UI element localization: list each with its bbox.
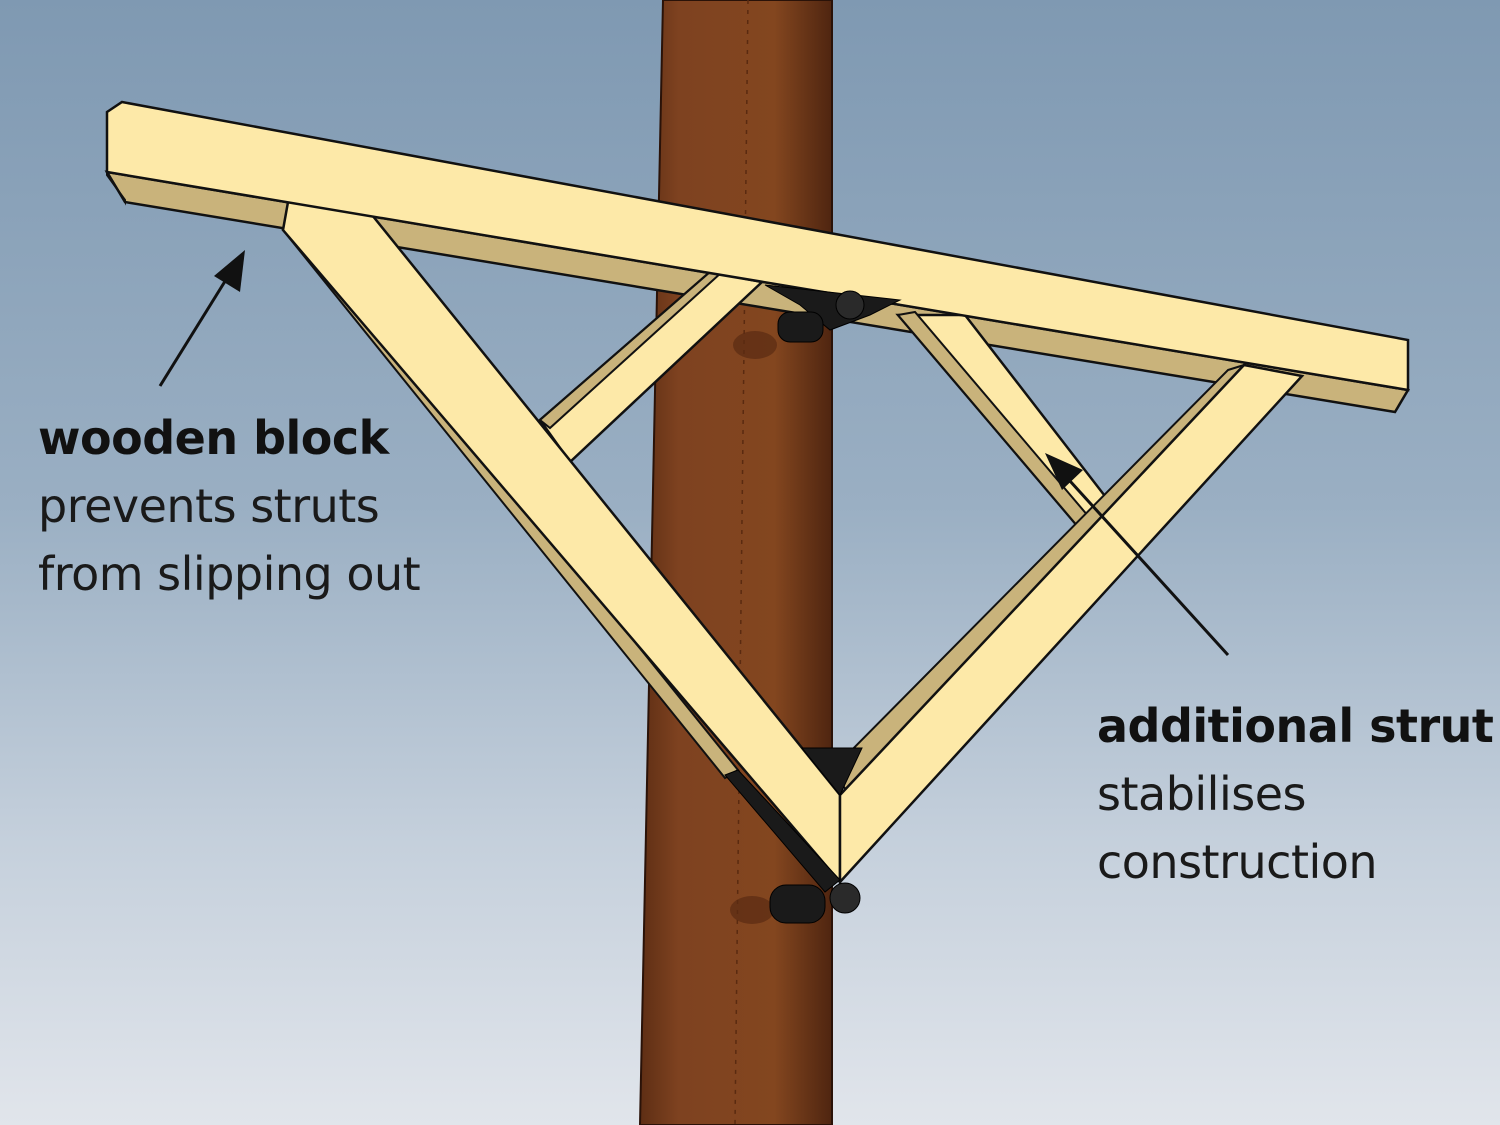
annotation-line: stabilises (1097, 767, 1306, 821)
annotation-title: wooden block (38, 411, 389, 465)
top-bracket (764, 284, 902, 343)
annotation-line: prevents struts (38, 479, 380, 533)
bottom-bracket (724, 747, 863, 924)
arrow-additional-strut (1045, 453, 1230, 657)
additional-strut-annotation: additional strut stabilises construction (1097, 692, 1494, 896)
wooden-block-annotation: wooden block prevents struts from slippi… (38, 404, 421, 608)
wooden-pole (638, 0, 833, 1125)
beam-end (106, 168, 126, 206)
annotation-title: additional strut (1097, 699, 1494, 753)
pole-seam (734, 0, 749, 1125)
crossbeam (105, 100, 1410, 392)
main-strut-right (838, 363, 1305, 886)
annotation-line: from slipping out (38, 547, 421, 601)
annotation-line: construction (1097, 835, 1378, 889)
arrow-wooden-block (158, 250, 245, 387)
